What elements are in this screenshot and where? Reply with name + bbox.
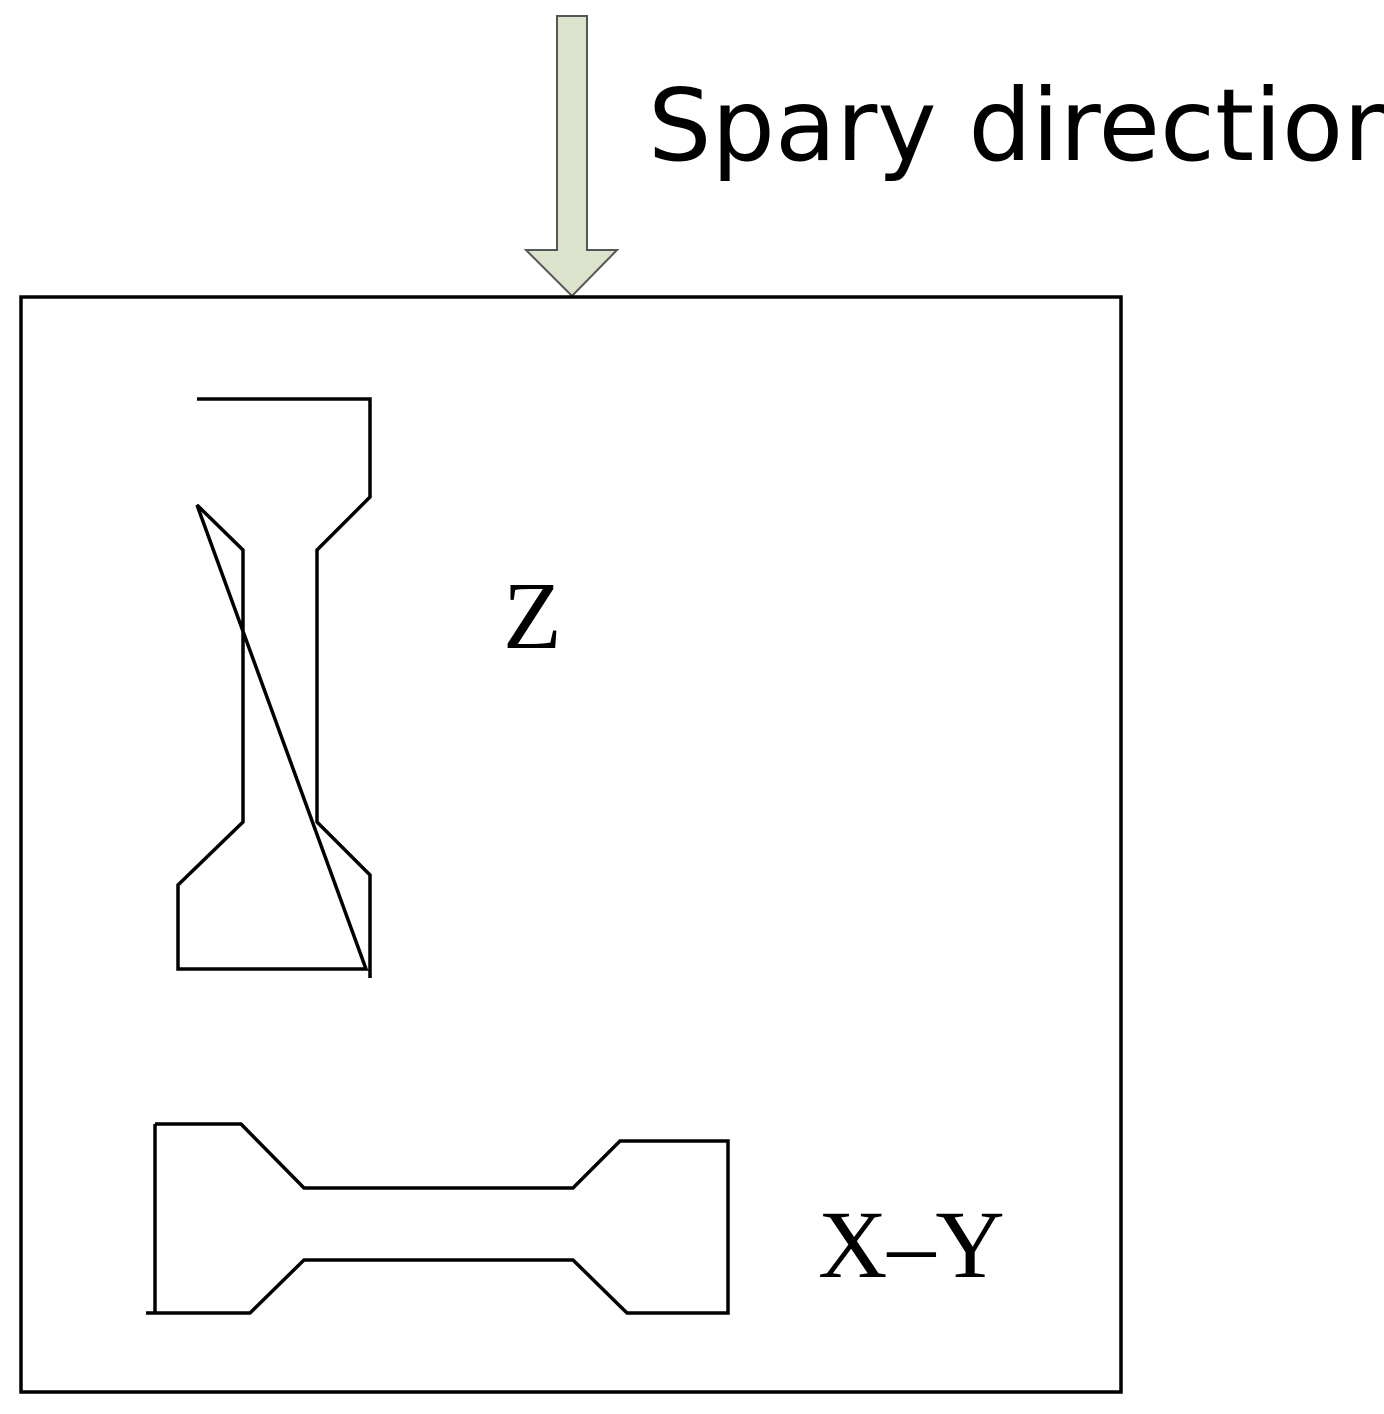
spray-direction-label: Spary direction	[648, 67, 1384, 184]
xy-orientation-label: X–Y	[818, 1191, 1005, 1298]
z-specimen-outline	[176, 397, 372, 978]
xy-specimen-outline	[146, 1122, 730, 1315]
z-orientation-label: Z	[503, 562, 562, 669]
build-chamber-frame	[19, 295, 1123, 1394]
down-arrow-icon	[523, 15, 620, 298]
